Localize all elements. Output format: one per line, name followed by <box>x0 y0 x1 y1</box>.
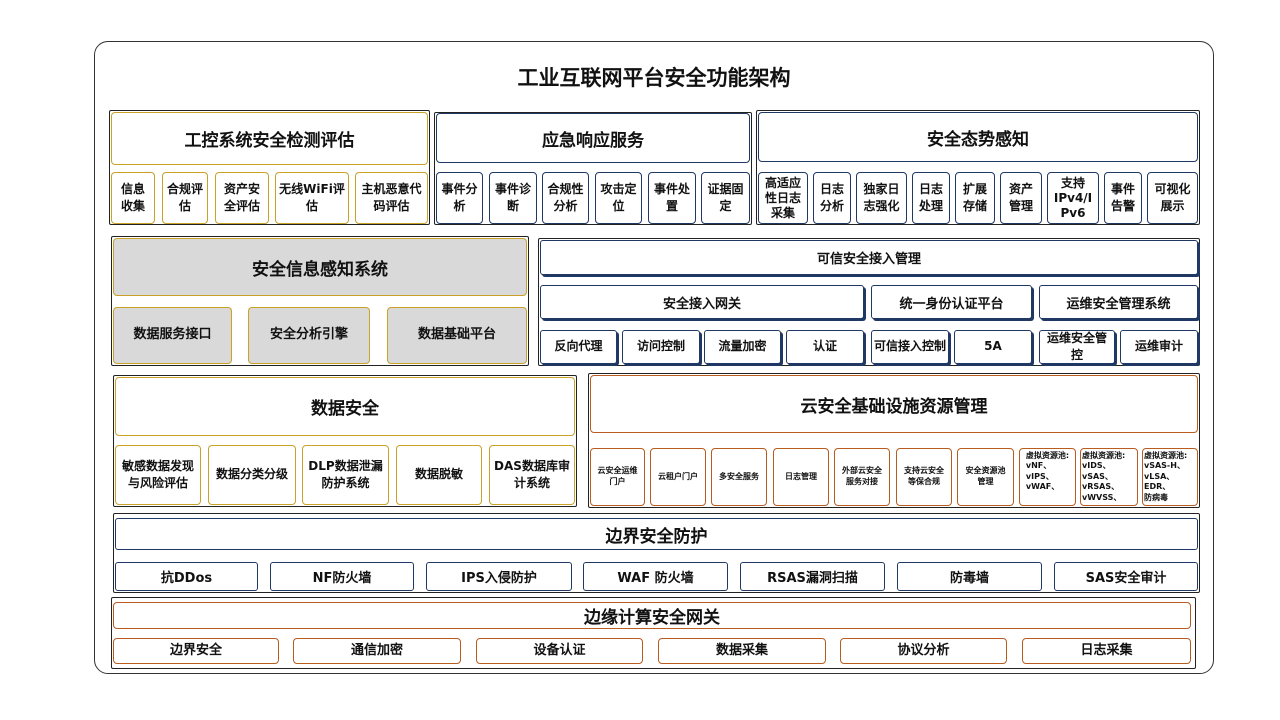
situation-item: 事件 告警 <box>1104 172 1142 224</box>
situation-item: 高适应 性日志 采集 <box>758 172 808 224</box>
info-sense-item: 安全分析引擎 <box>248 307 370 364</box>
trusted-group: 统一身份认证平台 <box>871 285 1032 319</box>
boundary-item: WAF 防火墙 <box>583 562 728 591</box>
trusted-title: 可信安全接入管理 <box>540 240 1198 275</box>
data-security-item: DLP数据泄漏 防护系统 <box>302 445 389 505</box>
emergency-item: 攻击定 位 <box>595 172 642 224</box>
emergency-item: 事件处 置 <box>648 172 696 224</box>
ics-item: 信息 收集 <box>111 172 155 224</box>
data-security-item: 敏感数据发现 与风险评估 <box>115 445 201 505</box>
boundary-item: IPS入侵防护 <box>426 562 572 591</box>
ics-item: 合规评 估 <box>162 172 208 224</box>
emergency-item: 事件分 析 <box>436 172 483 224</box>
emergency-item: 合规性 分析 <box>542 172 589 224</box>
trusted-item: 5A <box>954 330 1032 364</box>
trusted-item: 认证 <box>786 330 864 364</box>
emergency-item: 证据固 定 <box>701 172 750 224</box>
emergency-section <box>434 112 752 225</box>
ics-item: 无线WiFi评 估 <box>275 172 349 224</box>
situation-item: 资产 管理 <box>1000 172 1042 224</box>
trusted-item: 访问控制 <box>622 330 700 364</box>
edge-item: 设备认证 <box>476 638 643 664</box>
situation-item: 日志 分析 <box>813 172 851 224</box>
cloud-title: 云安全基础设施资源管理 <box>590 375 1198 433</box>
cloud-item: 虚拟资源池: vIDS、vSAS、 vRSAS、 vWVSS、 <box>1080 448 1138 506</box>
info-sense-title: 安全信息感知系统 <box>113 238 527 296</box>
info-sense-section <box>111 236 529 366</box>
info-sense-item: 数据服务接口 <box>113 307 232 364</box>
edge-item: 日志采集 <box>1022 638 1191 664</box>
cloud-item: 外部云安全 服务对接 <box>834 448 890 506</box>
emergency-item: 事件诊 断 <box>489 172 537 224</box>
boundary-item: NF防火墙 <box>270 562 414 591</box>
cloud-item: 支持云安全 等保合规 <box>896 448 952 506</box>
diagram-title: 工业互联网平台安全功能架构 <box>517 66 791 90</box>
edge-item: 协议分析 <box>840 638 1007 664</box>
cloud-item: 安全资源池 管理 <box>957 448 1014 506</box>
edge-section <box>111 597 1196 669</box>
cloud-item: 日志管理 <box>773 448 829 506</box>
trusted-item: 流量加密 <box>704 330 781 364</box>
cloud-section <box>588 373 1200 508</box>
data-security-title: 数据安全 <box>115 377 575 436</box>
data-security-section <box>113 375 577 507</box>
situation-item: 支持 IPv4/I Pv6 <box>1047 172 1099 224</box>
cloud-item: 多安全服务 <box>711 448 767 506</box>
situation-item: 可视化 展示 <box>1147 172 1198 224</box>
trusted-group: 安全接入网关 <box>540 285 864 319</box>
boundary-item: 防毒墙 <box>897 562 1042 591</box>
boundary-item: 抗DDos <box>115 562 258 591</box>
data-security-item: 数据脱敏 <box>396 445 482 505</box>
trusted-item: 运维审计 <box>1120 330 1198 364</box>
boundary-section <box>113 513 1200 593</box>
cloud-item: 云安全运维 门户 <box>590 448 645 506</box>
edge-item: 通信加密 <box>293 638 461 664</box>
ics-title: 工控系统安全检测评估 <box>111 112 428 165</box>
data-security-item: DAS数据库审 计系统 <box>489 445 575 505</box>
trusted-group: 运维安全管理系统 <box>1039 285 1198 319</box>
situation-item: 日志 处理 <box>912 172 950 224</box>
situation-item: 扩展 存储 <box>955 172 995 224</box>
boundary-title: 边界安全防护 <box>115 518 1198 550</box>
emergency-title: 应急响应服务 <box>436 113 750 163</box>
situation-section <box>756 110 1200 225</box>
trusted-section <box>538 238 1200 366</box>
boundary-item: RSAS漏洞扫描 <box>740 562 885 591</box>
situation-item: 独家日 志强化 <box>856 172 907 224</box>
info-sense-item: 数据基础平台 <box>387 307 527 364</box>
edge-title: 边缘计算安全网关 <box>113 602 1191 629</box>
cloud-item: 云租户门户 <box>650 448 706 506</box>
trusted-item: 可信接入控制 <box>871 330 949 364</box>
edge-item: 数据采集 <box>658 638 826 664</box>
ics-section <box>109 110 430 225</box>
trusted-item: 运维安全管控 <box>1039 330 1115 364</box>
trusted-item: 反向代理 <box>540 330 617 364</box>
cloud-item: 虚拟资源池: vNF、 vIPS、 vWAF、 <box>1019 448 1076 506</box>
edge-item: 边界安全 <box>113 638 279 664</box>
data-security-item: 数据分类分级 <box>208 445 296 505</box>
situation-title: 安全态势感知 <box>758 112 1198 162</box>
cloud-item: 虚拟资源池: vSAS-H、 vLSA、EDR、 防病毒 <box>1142 448 1198 506</box>
boundary-item: SAS安全审计 <box>1054 562 1198 591</box>
ics-item: 主机恶意代 码评估 <box>355 172 428 224</box>
ics-item: 资产安 全评估 <box>215 172 269 224</box>
